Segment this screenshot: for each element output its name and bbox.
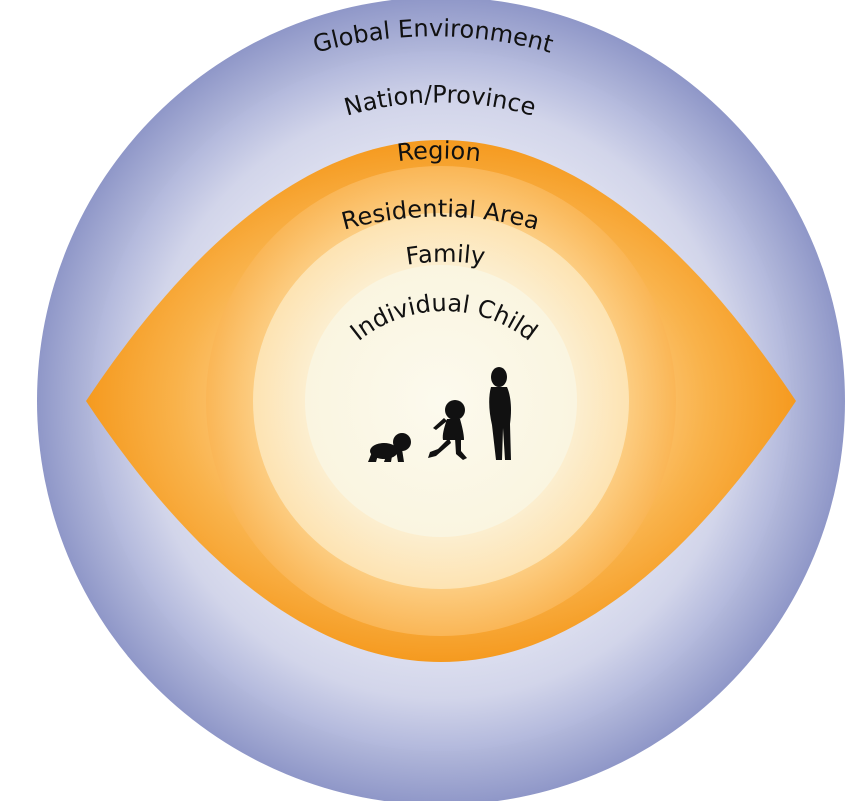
child-silhouettes (368, 367, 511, 462)
region-label: Region (396, 136, 483, 167)
individual-child-circle (305, 265, 577, 537)
standing-child-icon (489, 367, 511, 460)
crawling-baby-icon (368, 433, 411, 462)
walking-toddler-icon (428, 400, 467, 460)
